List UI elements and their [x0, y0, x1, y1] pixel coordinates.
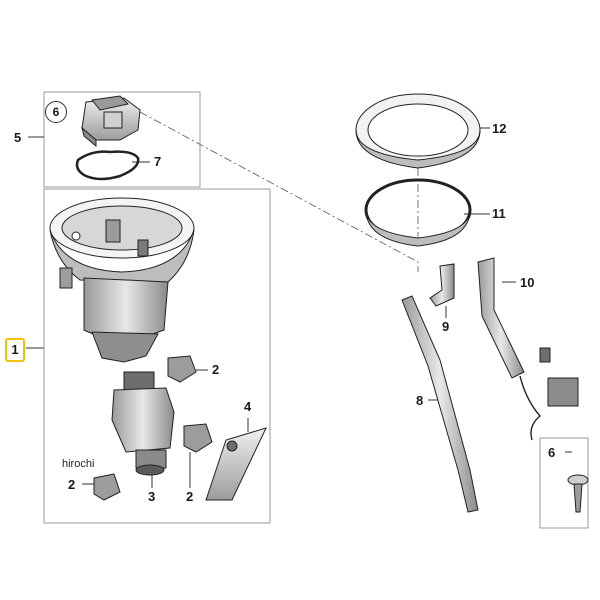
callout-10: 10 [520, 275, 535, 290]
elbow-drawing [429, 263, 455, 307]
callout-3: 3 [148, 489, 156, 504]
callout-4: 4 [244, 399, 252, 414]
gasket-drawing [75, 150, 140, 181]
callout-2-c: 2 [68, 477, 76, 492]
clip-drawing-c [93, 473, 121, 501]
callout-11: 11 [492, 206, 506, 221]
filter-drawing [205, 427, 267, 501]
lock-ring-drawing [355, 93, 481, 169]
screw-drawing [567, 474, 589, 513]
callout-1-highlighted: 1 [5, 338, 25, 362]
callout-2-a: 2 [212, 362, 220, 377]
callout-7: 7 [154, 154, 162, 169]
callout-12: 12 [492, 121, 507, 136]
pump-unit-drawing [49, 197, 195, 363]
clip-drawing-a [167, 355, 197, 383]
suction-tube-drawing [477, 257, 579, 441]
callout-6-circled: 6 [45, 101, 67, 123]
watermark: hirochi [62, 458, 95, 470]
alignment-line [139, 111, 419, 272]
callout-9: 9 [442, 319, 450, 334]
callout-5: 5 [14, 130, 22, 145]
group-box-screw [539, 437, 589, 529]
callout-6-screw: 6 [548, 445, 556, 460]
group-box-pump-unit [43, 188, 271, 524]
fuel-pump-drawing [111, 371, 175, 476]
group-box-cap [43, 91, 201, 188]
seal-ring-drawing [364, 178, 472, 247]
callout-2-b: 2 [186, 489, 194, 504]
level-sensor-drawing [401, 295, 479, 513]
cap-connector-drawing [81, 95, 141, 148]
callout-8: 8 [416, 393, 424, 408]
clip-drawing-b [183, 423, 213, 453]
